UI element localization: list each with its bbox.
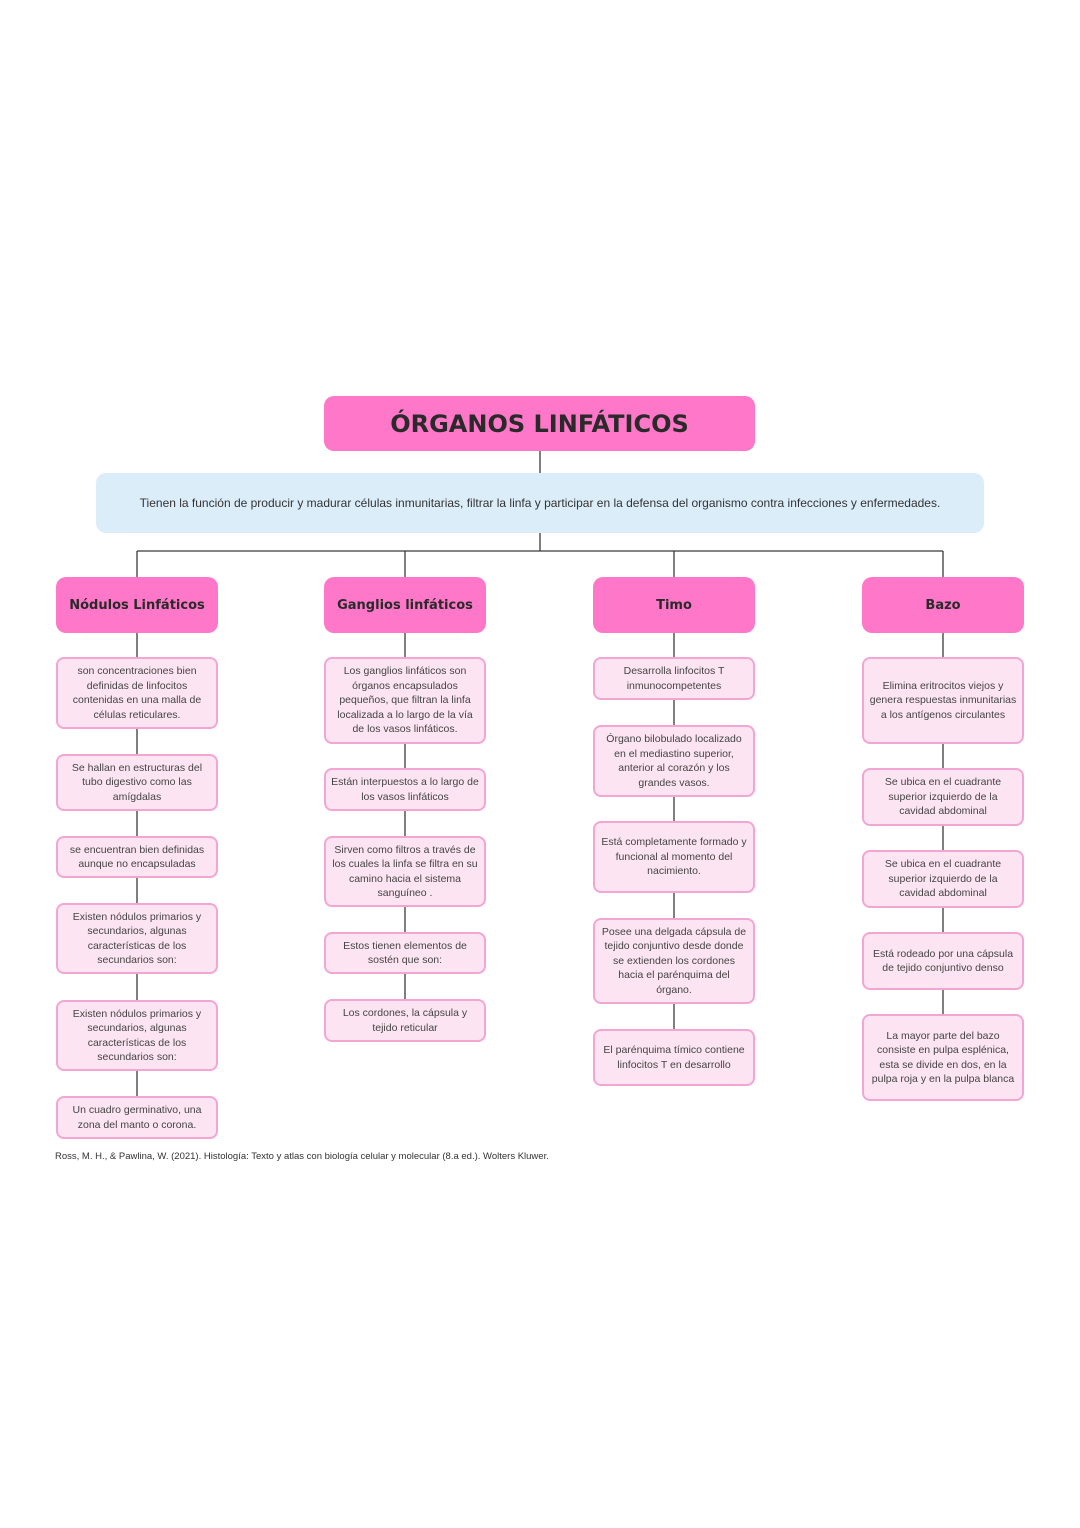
node-box: se encuentran bien definidas aunque no e… <box>56 836 218 878</box>
node-box: Existen nódulos primarios y secundarios,… <box>56 1000 218 1071</box>
diagram-title: ÓRGANOS LINFÁTICOS <box>324 396 755 451</box>
node-box: Los cordones, la cápsula y tejido reticu… <box>324 999 486 1042</box>
node-box: Un cuadro germinativo, una zona del mant… <box>56 1096 218 1139</box>
heading-timo: Timo <box>593 577 755 633</box>
node-box: Estos tienen elementos de sostén que son… <box>324 932 486 974</box>
node-box: Está rodeado por una cápsula de tejido c… <box>862 932 1024 990</box>
node-box: Se ubica en el cuadrante superior izquie… <box>862 850 1024 908</box>
description-box: Tienen la función de producir y madurar … <box>96 473 984 533</box>
node-box: Posee una delgada cápsula de tejido conj… <box>593 918 755 1004</box>
node-box: La mayor parte del bazo consiste en pulp… <box>862 1014 1024 1101</box>
node-box: Existen nódulos primarios y secundarios,… <box>56 903 218 974</box>
node-box: Se hallan en estructuras del tubo digest… <box>56 754 218 811</box>
node-box: El parénquima tímico contiene linfocitos… <box>593 1029 755 1086</box>
heading-ganglios-linfaticos: Ganglios linfáticos <box>324 577 486 633</box>
node-box: Órgano bilobulado localizado en el media… <box>593 725 755 797</box>
node-box: Están interpuestos a lo largo de los vas… <box>324 768 486 811</box>
node-box: Elimina eritrocitos viejos y genera resp… <box>862 657 1024 744</box>
reference-citation: Ross, M. H., & Pawlina, W. (2021). Histo… <box>55 1151 549 1162</box>
node-box: Se ubica en el cuadrante superior izquie… <box>862 768 1024 826</box>
node-box: Está completamente formado y funcional a… <box>593 821 755 893</box>
node-box: Los ganglios linfáticos son órganos enca… <box>324 657 486 744</box>
node-box: Desarrolla linfocitos T inmunocompetente… <box>593 657 755 700</box>
node-box: son concentraciones bien definidas de li… <box>56 657 218 729</box>
heading-nodulos-linfaticos: Nódulos Linfáticos <box>56 577 218 633</box>
heading-bazo: Bazo <box>862 577 1024 633</box>
node-box: Sirven como filtros a través de los cual… <box>324 836 486 907</box>
